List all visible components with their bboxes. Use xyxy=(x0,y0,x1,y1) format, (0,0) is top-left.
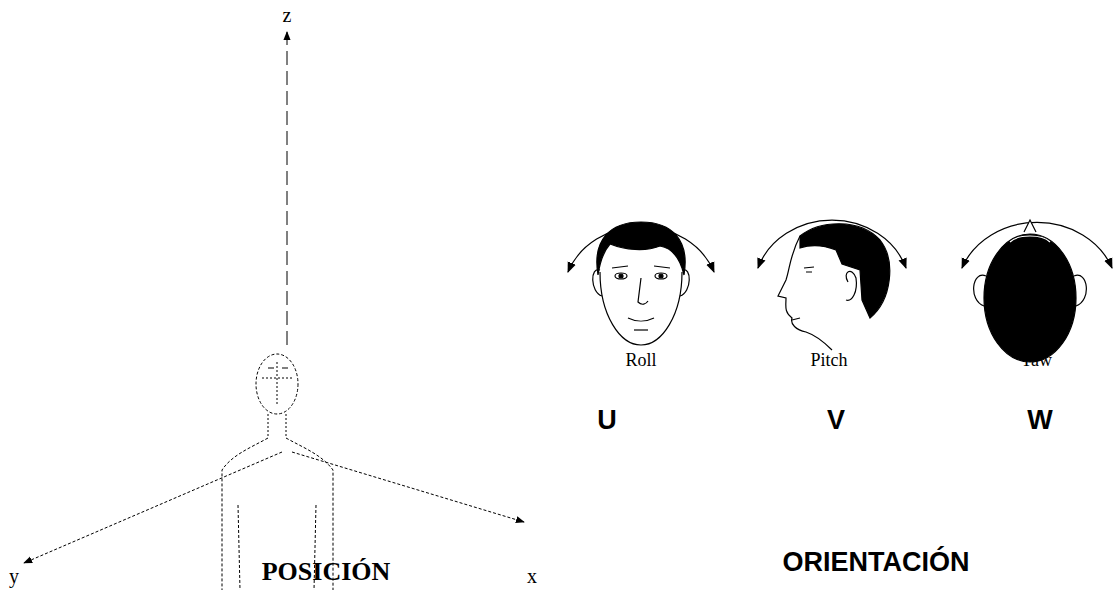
rotation-symbol: W xyxy=(1027,407,1052,434)
rotation-symbol: V xyxy=(827,407,845,434)
axis-label: x xyxy=(527,566,537,586)
head-outline xyxy=(256,354,298,414)
section-title: ORIENTACIÓN xyxy=(783,549,970,576)
torso-left xyxy=(222,438,268,590)
rotation-symbol: U xyxy=(597,407,617,434)
axis-label: y xyxy=(9,566,19,586)
rotation-name: Yaw xyxy=(1020,351,1052,369)
axis-label: z xyxy=(283,5,292,25)
section-title: POSICIÓN xyxy=(262,559,391,585)
yaw-head xyxy=(974,220,1087,362)
rotation-name: Roll xyxy=(625,351,656,369)
rotation-name: Pitch xyxy=(810,351,847,369)
y-axis xyxy=(24,452,282,563)
position-figure xyxy=(24,32,524,590)
roll-head xyxy=(593,222,690,345)
pitch-head xyxy=(778,224,890,350)
z-axis xyxy=(287,32,288,345)
